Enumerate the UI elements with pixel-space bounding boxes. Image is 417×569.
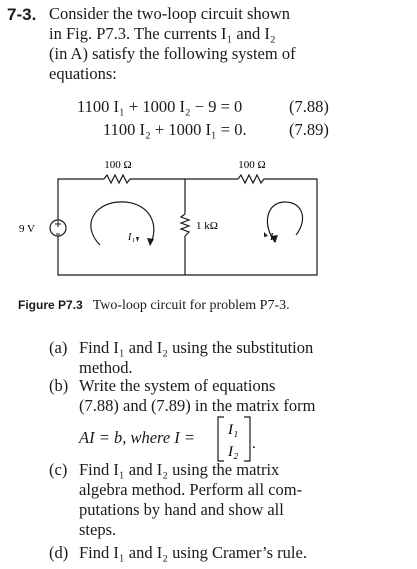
part-line: (7.88) and (7.89) in the matrix form — [79, 396, 316, 415]
current-direction-arrow — [264, 232, 268, 237]
arrowhead — [147, 238, 154, 246]
loop-current-i1-arrow — [90, 201, 155, 246]
statement-line: in Fig. P7.3. The currents I₁ and I₂ — [49, 24, 276, 43]
part-line: Find I₁ and I₂ using Cramer’s rule. — [79, 543, 307, 562]
voltage-source — [49, 219, 67, 237]
part-b-text: Write the system of equations (7.88) and… — [79, 376, 331, 416]
loop-current-i2-arrow — [266, 201, 304, 243]
problem-number: 7-3. — [7, 5, 37, 24]
arrowhead — [271, 235, 278, 243]
statement-line: equations: — [49, 64, 117, 83]
part-b-letter: (b) — [49, 376, 69, 395]
resistor-right-label: 100 Ω — [238, 159, 265, 171]
current-i2-label: I₂ — [269, 232, 277, 243]
figure-label: Figure P7.3 — [18, 298, 83, 312]
part-line: method. — [79, 358, 133, 377]
part-a-text: Find I₁ and I₂ using the substitution me… — [79, 338, 331, 378]
vector-entry-i2: I₂ — [227, 444, 238, 460]
statement-line: (in A) satisfy the following system of — [49, 44, 296, 63]
current-vector: I₁ I₂ . — [217, 416, 255, 462]
part-line: steps. — [79, 520, 117, 539]
resistor-middle-label: 1 kΩ — [196, 220, 218, 232]
svg-text:.: . — [252, 436, 255, 452]
wire — [57, 178, 104, 220]
part-c-letter: (c) — [49, 460, 68, 479]
part-line: Find I₁ and I₂ using the substitution — [79, 338, 314, 357]
part-line: putations by hand and show all — [79, 500, 284, 519]
part-c-text: Find I₁ and I₂ using the matrix algebra … — [79, 460, 331, 540]
part-line: Write the system of equations — [79, 376, 276, 395]
figure-caption-text: Two-loop circuit for problem P7-3. — [92, 298, 290, 313]
problem-statement: Consider the two-loop circuit shown in F… — [49, 4, 331, 84]
figure-caption: Figure P7.3 Two-loop circuit for problem… — [18, 296, 290, 314]
circuit-diagram: 100 Ω 100 Ω 1 kΩ 9 V I₁ I₂ — [19, 159, 318, 276]
part-d-letter: (d) — [49, 543, 69, 562]
resistor-middle — [179, 213, 191, 237]
current-i1-label: I₁ — [127, 232, 135, 243]
vector-entry-i1: I₁ — [227, 422, 238, 438]
resistor-left — [103, 173, 132, 185]
resistor-left-label: 100 Ω — [104, 159, 131, 171]
current-direction-arrow — [136, 237, 139, 242]
part-line: algebra method. Perform all com- — [79, 480, 303, 499]
part-line: Find I₁ and I₂ using the matrix — [79, 460, 280, 479]
wire — [57, 178, 318, 276]
source-label: 9 V — [19, 223, 35, 235]
part-a-letter: (a) — [49, 338, 68, 357]
matrix-form-formula: AI = b, where I = — [79, 428, 196, 447]
resistor-right — [237, 173, 266, 185]
statement-line: Consider the two-loop circuit shown — [49, 4, 291, 23]
equation-tag: (7.88) — [289, 97, 329, 116]
equation-7-89: 1100 I₂ + 1000 I₁ = 0. — [103, 120, 247, 139]
equation-tag: (7.89) — [289, 120, 329, 139]
part-d-text: Find I₁ and I₂ using Cramer’s rule. — [79, 543, 307, 563]
equation-7-88: 1100 I₁ + 1000 I₂ − 9 = 0 — [77, 97, 243, 116]
